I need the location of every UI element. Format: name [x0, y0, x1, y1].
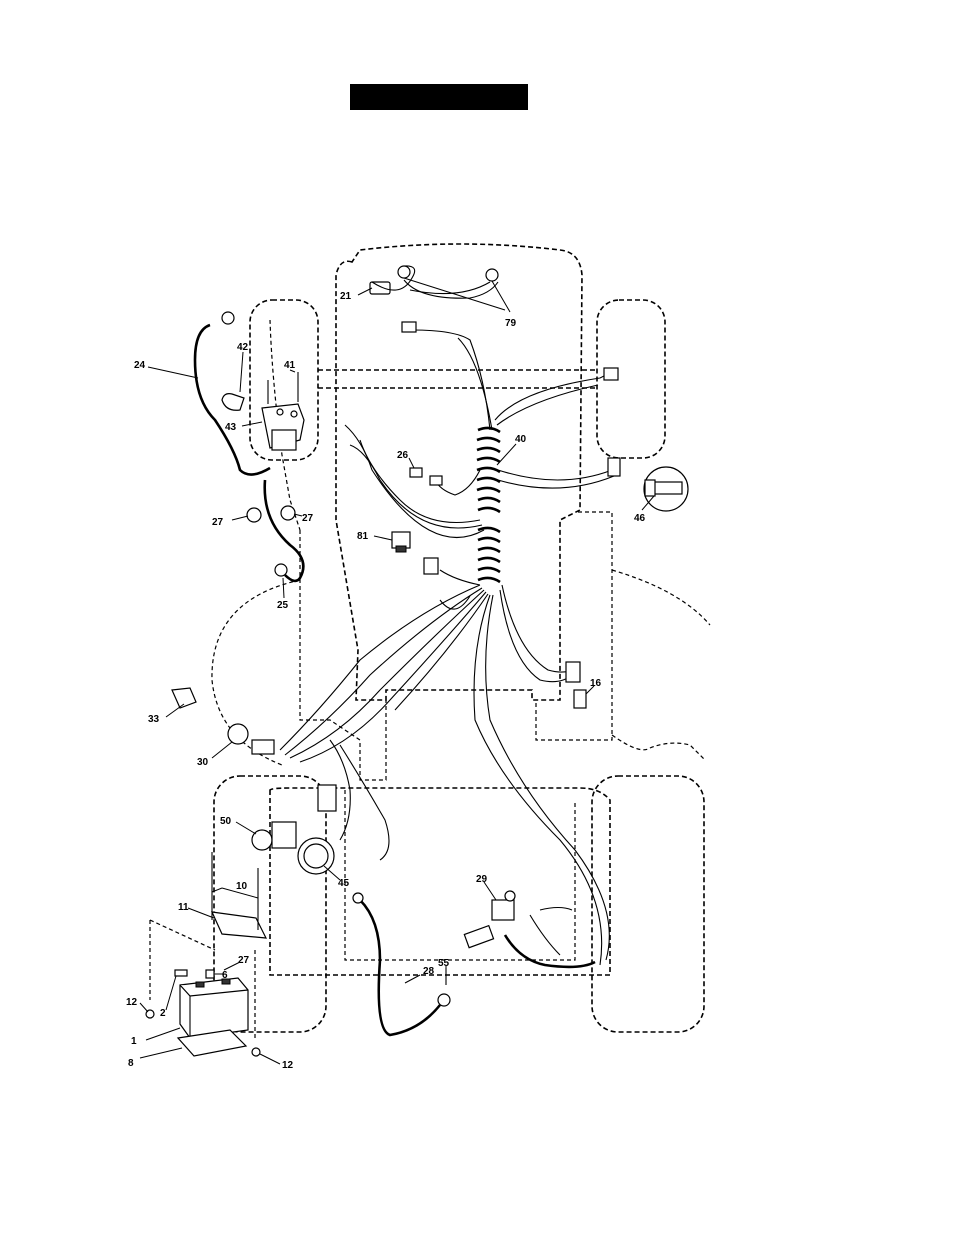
switch-16-connector	[566, 662, 580, 682]
callout-42: 42	[237, 342, 249, 353]
callout-12a: 12	[126, 997, 138, 1008]
headlight-harness	[370, 266, 498, 298]
nut-27a	[247, 508, 261, 522]
callout-81: 81	[357, 531, 369, 542]
callout-25: 25	[277, 600, 289, 611]
seat-pan-outline	[345, 790, 575, 960]
light-50	[252, 822, 296, 850]
ring-terminal-25	[275, 564, 287, 576]
callout-16: 16	[590, 678, 602, 689]
callout-27c: 27	[238, 955, 250, 966]
callout-28: 28	[423, 966, 435, 977]
callout-27a: 27	[212, 517, 224, 528]
ring-terminal-24	[222, 312, 234, 324]
frame-outline	[300, 530, 386, 780]
terminal-boot-42	[222, 394, 244, 411]
callout-33: 33	[148, 714, 160, 725]
callout-26: 26	[397, 450, 409, 461]
deck-right-outline	[612, 570, 710, 625]
callout-6: 6	[222, 970, 228, 981]
ignition-switch-30	[228, 724, 274, 754]
relay-81	[392, 532, 410, 552]
callout-46: 46	[634, 513, 646, 524]
callout-10: 10	[236, 881, 248, 892]
connector-26b	[430, 476, 442, 485]
callout-43: 43	[225, 422, 237, 433]
callout-40: 40	[515, 434, 527, 445]
hood-connector	[402, 322, 416, 332]
harness-connector	[424, 558, 438, 574]
harness-loom	[477, 428, 500, 582]
gauge-45	[298, 838, 334, 874]
center-connector	[318, 785, 336, 811]
nut-27b	[281, 506, 295, 520]
right-rear-wheel	[592, 776, 704, 1032]
callout-79: 79	[505, 318, 517, 329]
callout-11: 11	[178, 902, 189, 913]
components	[146, 266, 688, 1056]
seat-connector	[464, 926, 493, 948]
callout-50: 50	[220, 816, 232, 827]
ring-terminal-28b	[438, 994, 450, 1006]
part-33	[172, 688, 196, 708]
battery-1	[180, 978, 248, 1038]
callout-29: 29	[476, 874, 488, 885]
hour-meter-46	[644, 467, 688, 511]
callout-45: 45	[338, 878, 350, 889]
callout-8: 8	[128, 1058, 134, 1069]
callout-24: 24	[134, 360, 146, 371]
deck-right-outline-2	[612, 735, 705, 760]
rear-body-outline	[270, 788, 610, 975]
connector-26	[410, 468, 422, 477]
callout-27b: 27	[302, 513, 314, 524]
switch-16	[574, 690, 586, 708]
callout-30: 30	[197, 757, 209, 768]
solenoid-43	[262, 404, 304, 450]
nut-12b	[252, 1048, 260, 1056]
nut-27c	[206, 970, 214, 978]
bolt-2	[175, 970, 187, 976]
callout-2: 2	[160, 1008, 166, 1019]
right-connector-upper	[604, 368, 618, 380]
right-connector-lower	[608, 458, 620, 476]
callout-41: 41	[284, 360, 296, 371]
ring-terminal-28	[353, 893, 363, 903]
callout-55: 55	[438, 958, 450, 969]
switch-29	[492, 891, 515, 920]
callout-1: 1	[131, 1036, 137, 1047]
callout-21: 21	[340, 291, 352, 302]
callout-12b: 12	[282, 1060, 294, 1071]
